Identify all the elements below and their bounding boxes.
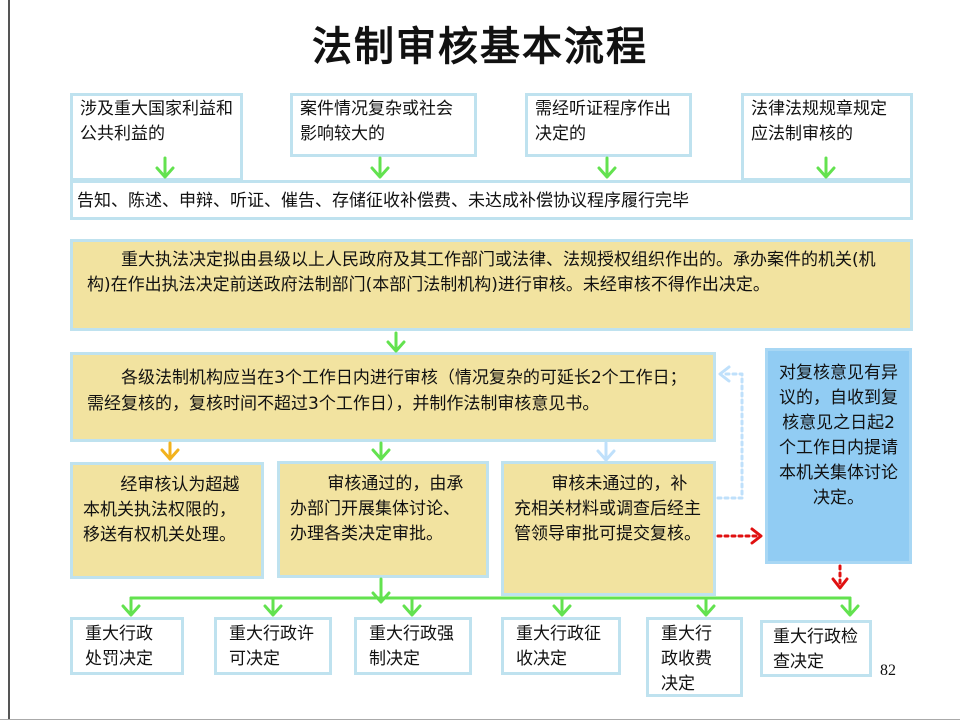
arrow-down-icon <box>370 156 390 179</box>
arrow-down-icon <box>155 156 175 179</box>
outcome-passed-text: 审核通过的，由承办部门开展集体讨论、办理各类决定审批。 <box>290 474 464 544</box>
arrow-down-icon <box>402 596 422 617</box>
arrow-down-icon <box>840 596 860 617</box>
condition-text: 法律法规规章规定应法制审核的 <box>751 99 887 144</box>
outcome-not-passed-box: 审核未通过的，补充相关材料或调查后经主管领导审批可提交复核。 <box>501 461 716 596</box>
arrow-down-icon <box>816 156 836 179</box>
decision-box-penalty: 重大行政处罚决定 <box>70 617 184 675</box>
arrow-down-icon <box>160 441 180 461</box>
condition-box-complex-case: 案件情况复杂或社会影响较大的 <box>290 93 477 157</box>
outcome-not-passed-text: 审核未通过的，补充相关材料或调查后经主管领导审批可提交复核。 <box>514 474 701 544</box>
condition-box-national-interest: 涉及重大国家利益和公共利益的 <box>70 93 243 181</box>
decision-text: 重大行政处罚决定 <box>85 624 153 669</box>
decision-box-permit: 重大行政许可决定 <box>214 617 332 675</box>
condition-box-hearing: 需经听证程序作出决定的 <box>525 93 692 157</box>
decision-box-expropriation: 重大行政征收决定 <box>501 617 621 675</box>
objection-text: 对复核意见有异议的，自收到复核意见之日起2个工作日内提请本机关集体讨论决定。 <box>779 363 898 508</box>
objection-box: 对复核意见有异议的，自收到复核意见之日起2个工作日内提请本机关集体讨论决定。 <box>765 348 912 564</box>
review-step-box: 各级法制机构应当在3个工作日内进行审核（情况复杂的可延长2个工作日；需经复核的，… <box>70 352 716 442</box>
decision-box-inspection: 重大行政检查决定 <box>760 620 872 677</box>
decision-text: 重大行政强制决定 <box>369 624 454 669</box>
arrow-down-icon <box>263 596 283 617</box>
decision-text: 重大行政征收决定 <box>516 624 601 669</box>
condition-text: 需经听证程序作出决定的 <box>535 99 671 144</box>
procedure-bar: 告知、陈述、申辩、听证、催告、存储征收补偿费、未达成补偿协议程序履行完毕 <box>70 180 913 220</box>
decision-text: 重大行政收费决定 <box>661 624 712 694</box>
slide-left-border <box>0 0 10 720</box>
outcome-transfer-box: 经审核认为超越本机关执法权限的，移送有权机关处理。 <box>70 462 264 579</box>
arrow-down-icon <box>386 331 406 353</box>
submission-step-box: 重大执法决定拟由县级以上人民政府及其工作部门或法律、法规授权组织作出的。承办案件… <box>70 239 913 331</box>
arrow-right-icon <box>716 527 763 545</box>
decision-text: 重大行政许可决定 <box>229 624 314 669</box>
page-number: 82 <box>880 662 896 679</box>
arrow-down-icon <box>552 596 572 617</box>
arrow-down-icon <box>696 596 716 617</box>
procedure-bar-text: 告知、陈述、申辩、听证、催告、存储征收补偿费、未达成补偿协议程序履行完毕 <box>77 191 689 211</box>
page-title: 法制审核基本流程 <box>312 23 648 70</box>
submission-step-text: 重大执法决定拟由县级以上人民政府及其工作部门或法律、法规授权组织作出的。承办案件… <box>87 250 876 295</box>
arrow-down-icon <box>831 564 849 590</box>
review-step-text: 各级法制机构应当在3个工作日内进行审核（情况复杂的可延长2个工作日；需经复核的，… <box>87 368 687 414</box>
decision-text: 重大行政检查决定 <box>773 627 858 672</box>
arrow-down-icon <box>597 156 617 179</box>
condition-text: 涉及重大国家利益和公共利益的 <box>80 99 233 144</box>
re-review-return-arrow-icon <box>716 365 744 500</box>
arrow-down-icon <box>371 441 391 461</box>
arrow-down-icon <box>121 596 141 617</box>
arrow-down-icon <box>596 441 616 462</box>
outcome-passed-box: 审核通过的，由承办部门开展集体讨论、办理各类决定审批。 <box>277 461 489 578</box>
decision-box-fee: 重大行政收费决定 <box>646 617 743 697</box>
decision-box-enforcement: 重大行政强制决定 <box>354 617 472 675</box>
outcome-transfer-text: 经审核认为超越本机关执法权限的，移送有权机关处理。 <box>83 475 240 545</box>
condition-text: 案件情况复杂或社会影响较大的 <box>300 99 453 144</box>
